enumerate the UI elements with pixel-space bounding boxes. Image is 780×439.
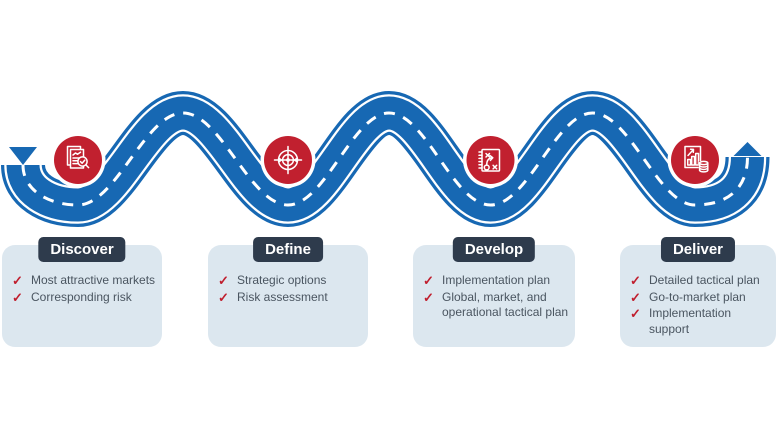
list-item-text: Go-to-market plan (649, 289, 746, 304)
milestone-define (260, 132, 316, 188)
phase-list-deliver: ✓ Detailed tactical plan ✓ Go-to-market … (630, 273, 772, 338)
check-icon: ✓ (12, 289, 23, 305)
end-arrow-icon (733, 142, 762, 156)
phase-list-develop: ✓ Implementation plan ✓ Global, market, … (423, 273, 571, 322)
check-icon: ✓ (218, 289, 229, 305)
check-icon: ✓ (423, 289, 434, 305)
milestone-discover (50, 132, 106, 188)
check-icon: ✓ (423, 273, 434, 288)
list-item-text: Corresponding risk (31, 289, 132, 304)
list-item: ✓ Strategic options (218, 273, 364, 289)
list-item: ✓ Implementation support (630, 306, 772, 337)
check-icon: ✓ (218, 273, 229, 288)
list-item-text: Implementation support (649, 306, 732, 336)
list-item: ✓ Risk assessment (218, 290, 364, 306)
list-item-text: Risk assessment (237, 289, 328, 304)
start-arrow-icon (9, 147, 37, 165)
target-icon (273, 145, 303, 175)
phase-card-discover: Discover ✓ Most attractive markets ✓ Cor… (2, 237, 162, 347)
list-item: ✓ Most attractive markets (12, 273, 158, 289)
list-item: ✓ Global, market, and operational tactic… (423, 290, 571, 321)
phase-title-discover: Discover (38, 237, 126, 262)
check-icon: ✓ (630, 273, 641, 288)
report-chart-coins-icon (684, 145, 709, 173)
list-item-text: Most attractive markets (31, 273, 156, 287)
phase-list-define: ✓ Strategic options ✓ Risk assessment (218, 273, 364, 306)
phase-card-develop: Develop ✓ Implementation plan ✓ Global, … (413, 237, 575, 347)
phase-list-discover: ✓ Most attractive markets ✓ Correspondin… (12, 273, 158, 306)
list-item-text: Strategic options (237, 273, 327, 287)
list-item: ✓ Corresponding risk (12, 290, 158, 306)
phase-card-define: Define ✓ Strategic options ✓ Risk assess… (208, 237, 368, 347)
check-icon: ✓ (630, 289, 641, 305)
phase-title-define: Define (253, 237, 323, 262)
document-search-icon (66, 145, 90, 169)
list-item: ✓ Implementation plan (423, 273, 571, 289)
strategy-playbook-icon (478, 148, 501, 172)
check-icon: ✓ (630, 306, 641, 321)
phase-card-deliver: Deliver ✓ Detailed tactical plan ✓ Go-to… (620, 237, 776, 347)
list-item: ✓ Go-to-market plan (630, 290, 772, 306)
list-item: ✓ Detailed tactical plan (630, 273, 772, 289)
list-item-text: Implementation plan (442, 273, 551, 287)
milestone-develop (463, 132, 518, 188)
list-item-text: Global, market, and operational tactical… (442, 289, 569, 320)
milestone-deliver (667, 132, 723, 188)
list-item-text: Detailed tactical plan (649, 273, 760, 287)
phase-title-develop: Develop (452, 237, 536, 262)
check-icon: ✓ (12, 273, 23, 288)
phase-title-deliver: Deliver (660, 237, 736, 262)
